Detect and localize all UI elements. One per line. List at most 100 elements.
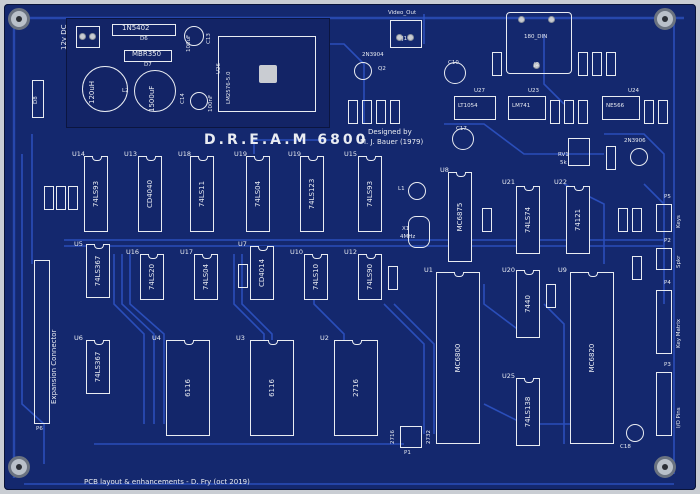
ic-u25: 74LS138 [516,378,540,446]
ic-u12: 74LS90 [358,254,382,300]
ic-u17: 74LS04 [194,254,218,300]
expansion-ref: P6 [36,426,43,432]
resistor [376,100,386,124]
ic-u25-ref: U25 [502,372,516,380]
ic-u13: CD4040 [138,156,162,232]
ic-u20-ref: U20 [502,266,516,274]
diode-d6 [112,24,176,36]
mounting-hole [8,456,30,478]
ic-u14: 74LS93 [84,156,108,232]
cap-c14 [134,70,176,112]
cap-c13-ref: C13 [206,33,212,44]
connector-p5 [656,204,672,232]
ic-u10: 74LS10 [304,254,328,300]
ic-u6-ref: U6 [74,334,83,342]
ic-u13-ref: U13 [124,150,138,158]
resistor [658,100,668,124]
mounting-hole [654,8,676,30]
ic-u21: 74LS74 [516,186,540,254]
ic-u8: MC6875 [448,172,472,262]
dc-label: 12v DC [60,24,68,50]
designer-line1: Designed by [368,128,412,136]
footer-credit: PCB layout & enhancements - D. Fry (oct … [84,478,250,486]
ic-u2-ref: U2 [320,334,329,342]
resistor [482,208,492,232]
cap-100nf-value: 100nF [208,94,214,112]
ic-u3-ref: U3 [236,334,245,342]
ic-u24-part: NE566 [606,103,625,109]
ic-u27-part: LT1054 [458,103,478,109]
resistor [546,284,556,308]
key-matrix-label: Key Matrix [676,318,682,348]
ic-u5: 74LS367 [86,244,110,298]
diode-d7-ref: D7 [144,62,152,68]
designer-line2: M. J. Bauer (1979) [360,138,424,146]
cap-c18 [626,424,644,442]
regulator-u26 [218,36,316,112]
ic-u27 [454,96,496,120]
inductor-l1 [408,182,426,200]
ic-u19a: 74LS04 [246,156,270,232]
ic-u24-ref: U24 [628,88,640,94]
cap-c18-ref: C18 [620,444,631,450]
ic-u19a-ref: U19 [234,150,248,158]
cap-c14-value: 1500uF [148,85,156,112]
cap-c13 [184,26,204,46]
ic-u21-ref: U21 [502,178,516,186]
ic-u16: 74LS20 [140,254,164,300]
rv1-value: 5k [560,160,567,166]
crystal-ref: X1 [402,226,410,232]
ic-u18-ref: U18 [178,150,192,158]
ic-u23-ref: U23 [528,88,540,94]
resistor [606,146,616,170]
ic-u23-part: LM741 [512,103,531,109]
regulator-ref: U26 [216,62,222,74]
ic-u27-ref: U27 [474,88,486,94]
inductor-l2 [82,66,128,112]
keys-ref: P5 [664,194,671,200]
din-ref: J2 [534,62,540,68]
resistor [606,52,616,76]
ic-u16-ref: U16 [126,248,140,256]
transistor-2n3906 [630,148,648,166]
ic-u4-ref: U4 [152,334,161,342]
ic-u1: MC6800 [436,272,480,444]
diode-d8 [32,80,44,118]
resistor [578,52,588,76]
diode-d6-part: 1N5402 [122,24,150,32]
ic-u3: 6116 [250,340,294,436]
jumper-p1 [400,426,422,448]
ic-u7-ref: U7 [238,240,247,248]
ic-u23 [508,96,546,120]
ic-u9-ref: U9 [558,266,567,274]
connector-p2 [656,248,672,270]
ic-u6: 74LS367 [86,340,110,394]
key-matrix-ref: P4 [664,280,671,286]
resistor [362,100,372,124]
ic-u4: 6116 [166,340,210,436]
ic-u14-ref: U14 [72,150,86,158]
cap-c10 [444,62,466,84]
video-connector [390,20,422,48]
jumper-p1-ref: P1 [404,450,411,456]
ic-u19b: 74LS123 [300,156,324,232]
ic-u24 [602,96,640,120]
inductor-value: 120uH [88,80,96,104]
ic-u22-ref: U22 [554,178,568,186]
ic-u15: 74LS93 [358,156,382,232]
din-connector [506,12,572,74]
ic-u19b-ref: U19 [288,150,302,158]
diode-d7-part: MBR350 [132,50,162,58]
regulator-part: LM2576-5.0 [226,71,232,104]
connector-p3 [656,372,672,436]
cap-c17 [452,128,474,150]
resistor [618,208,628,232]
ic-u17-ref: U17 [180,248,194,256]
rv1-ref: RV1 [558,152,569,158]
transistor-ref: Q2 [378,66,386,72]
cap-c13-value: 100uF [186,34,192,52]
resistor [578,100,588,124]
ic-u18: 74LS11 [190,156,214,232]
resistor [592,52,602,76]
mounting-hole [8,8,30,30]
